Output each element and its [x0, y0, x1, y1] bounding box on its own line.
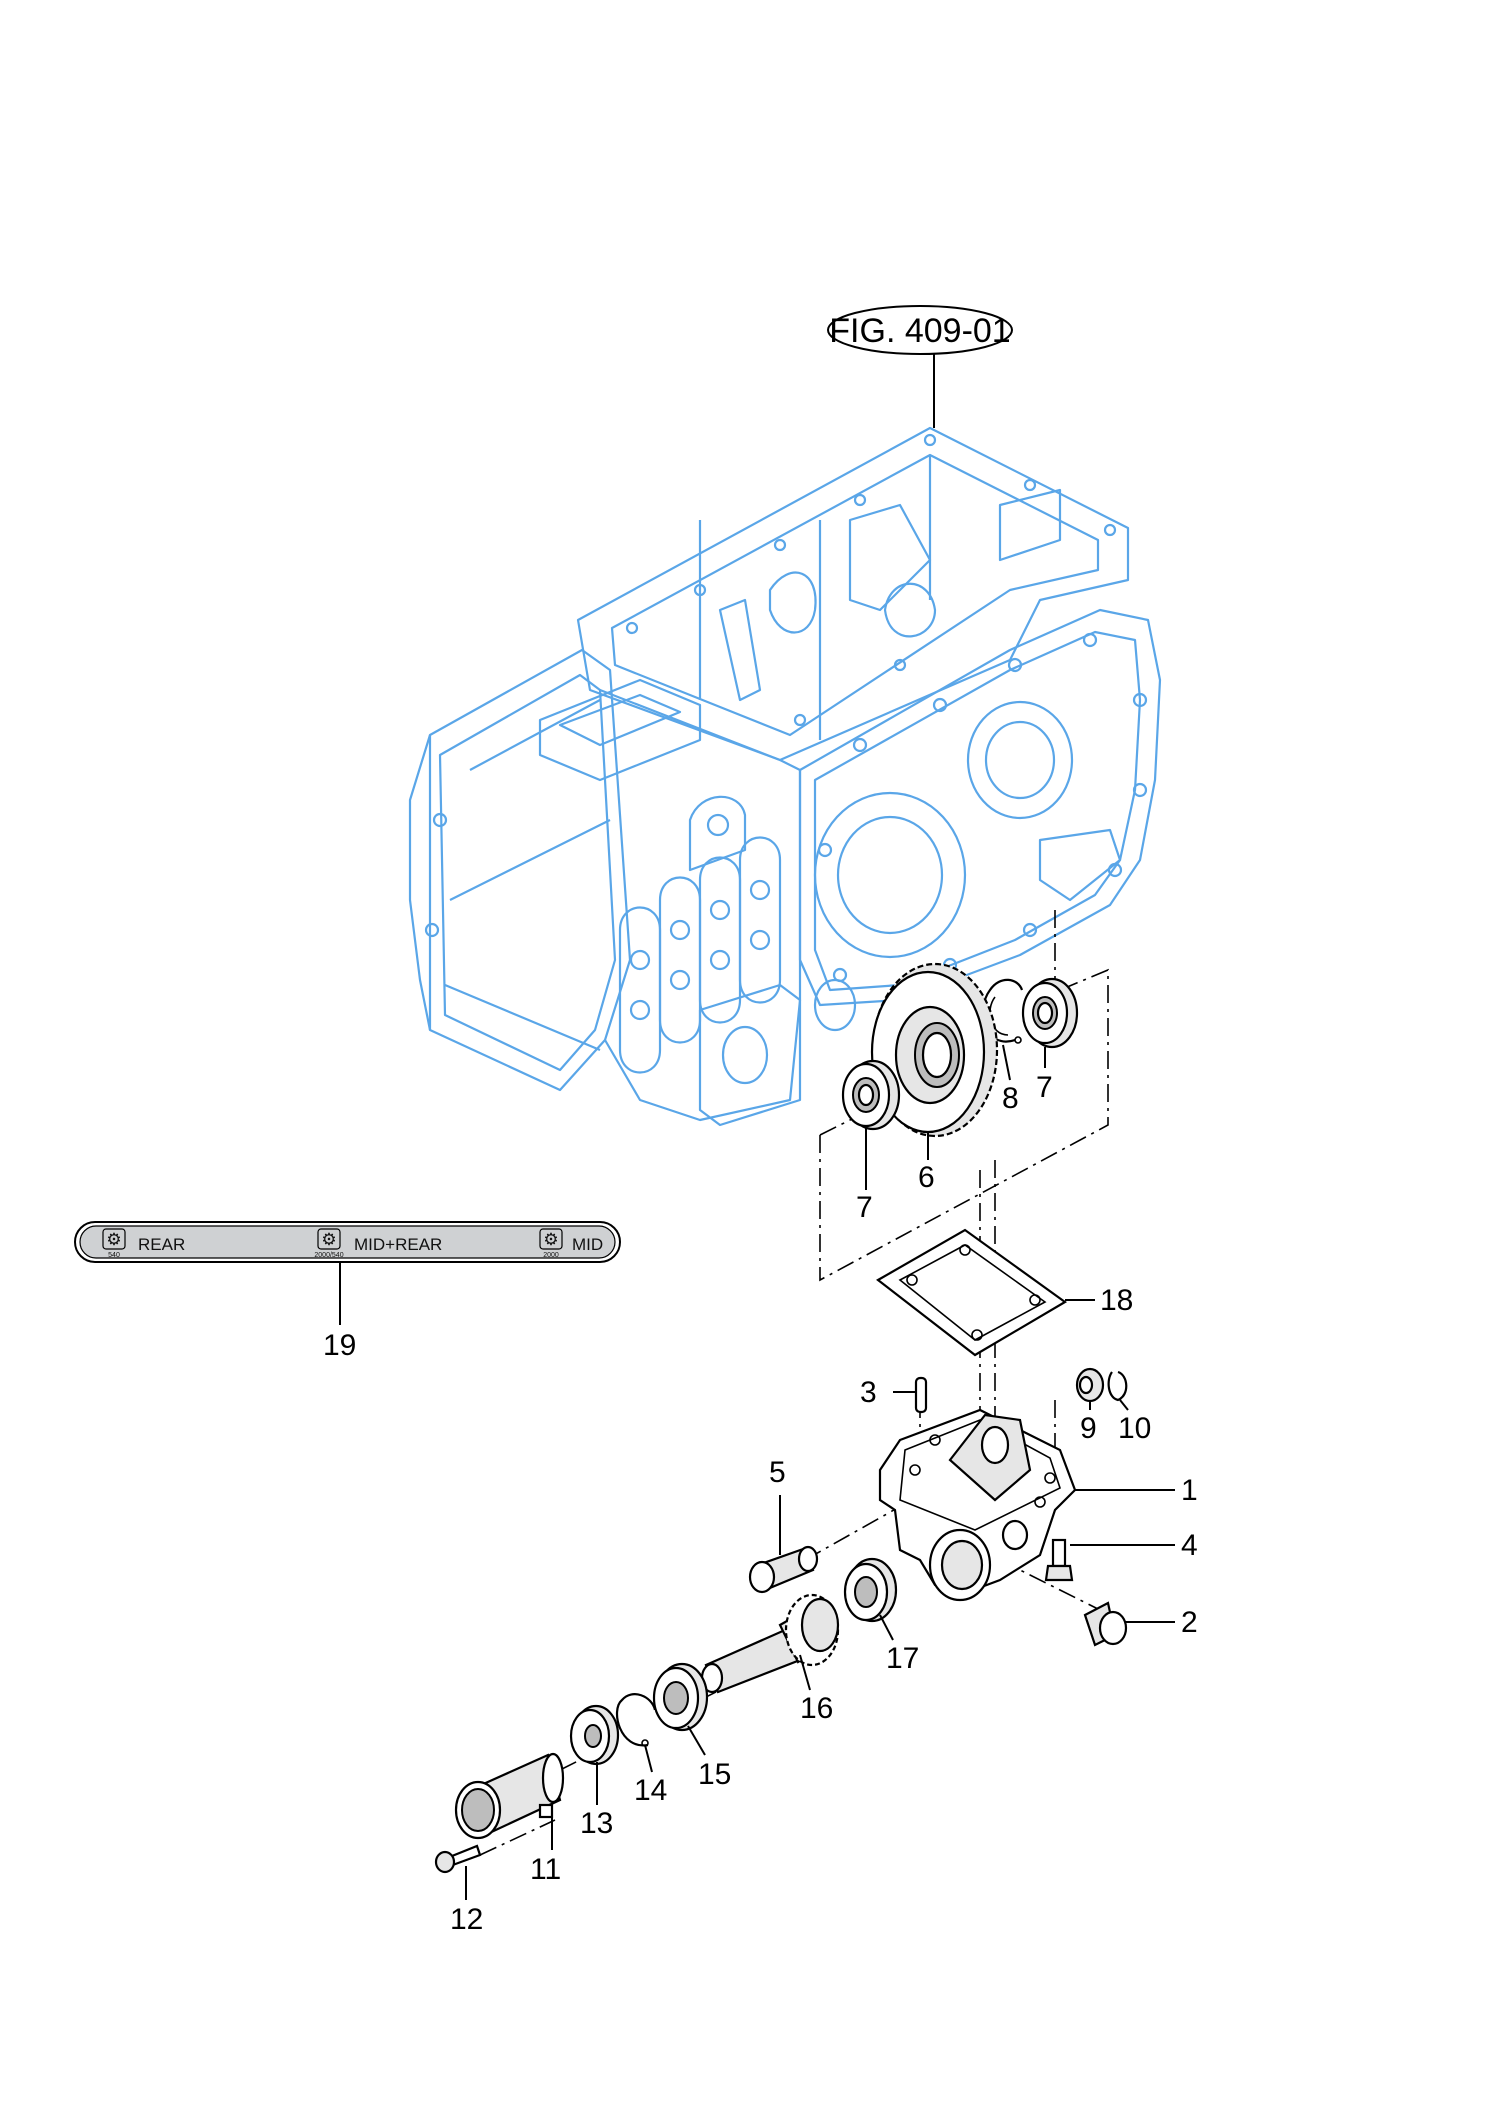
part-10-ring[interactable] — [1107, 1370, 1128, 1402]
part-13-spacer[interactable] — [569, 1704, 620, 1766]
decal-mid-label: MID — [572, 1235, 603, 1254]
decal-mid-sub: 2000 — [543, 1252, 559, 1259]
callout-18[interactable]: 18 — [1100, 1284, 1133, 1317]
decal-rear-label: REAR — [138, 1235, 185, 1254]
part-7-bearing-lower[interactable] — [841, 1059, 901, 1131]
part-19-pto-decal[interactable]: ⚙ REAR 540 ⚙ MID+REAR 2000/540 ⚙ MID 200… — [74, 1221, 621, 1263]
part-14-snap-ring[interactable] — [615, 1693, 657, 1747]
callout-1[interactable]: 1 — [1181, 1474, 1198, 1507]
callout-11[interactable]: 11 — [530, 1853, 561, 1886]
decal-midrear-sub: 2000/540 — [314, 1252, 343, 1259]
callout-9[interactable]: 9 — [1080, 1412, 1097, 1445]
decal-midrear-label: MID+REAR — [354, 1235, 442, 1254]
figure-reference-callout[interactable]: FIG. 409-01 — [827, 305, 1013, 428]
decal-midrear-segment: ⚙ MID+REAR 2000/540 — [314, 1228, 442, 1259]
part-11-shaft-cover[interactable] — [454, 1752, 565, 1840]
leader-lines — [339, 1044, 1175, 1900]
callout-17[interactable]: 17 — [886, 1642, 919, 1675]
callout-16[interactable]: 16 — [800, 1692, 833, 1725]
callout-8[interactable]: 8 — [1002, 1082, 1019, 1115]
transmission-housing — [408, 426, 1162, 1127]
callout-10[interactable]: 10 — [1118, 1412, 1151, 1445]
part-17-bearing[interactable] — [843, 1557, 898, 1623]
decal-mid-segment: ⚙ MID 2000 — [539, 1228, 603, 1259]
part-4-bolt[interactable] — [1044, 1538, 1074, 1582]
part-5-shaft-pin[interactable] — [748, 1545, 819, 1594]
pto-gear-icon: ⚙ — [321, 1230, 336, 1249]
part-15-bearing[interactable] — [652, 1662, 709, 1732]
callout-numbers: 1 2 3 4 5 6 7 7 8 9 10 11 12 13 14 15 16… — [323, 1071, 1198, 1936]
callout-3[interactable]: 3 — [860, 1376, 877, 1409]
part-1-pto-housing[interactable] — [878, 1408, 1077, 1602]
decal-rear-segment: ⚙ REAR 540 — [102, 1228, 185, 1259]
figure-reference-text: FIG. 409-01 — [829, 312, 1010, 350]
decal-rear-sub: 540 — [108, 1252, 120, 1259]
pto-gear-icon: ⚙ — [543, 1230, 558, 1249]
callout-19[interactable]: 19 — [323, 1329, 356, 1362]
callout-4[interactable]: 4 — [1181, 1529, 1198, 1562]
callout-7-lower[interactable]: 7 — [856, 1191, 873, 1224]
part-9-washer[interactable] — [1075, 1367, 1105, 1403]
callout-7-upper[interactable]: 7 — [1036, 1071, 1053, 1104]
pto-gear-icon: ⚙ — [106, 1230, 121, 1249]
part-2-drain-plug[interactable] — [1083, 1601, 1128, 1647]
callout-5[interactable]: 5 — [769, 1456, 786, 1489]
part-7-bearing-upper[interactable] — [1021, 977, 1079, 1049]
callout-13[interactable]: 13 — [580, 1807, 613, 1840]
callout-2[interactable]: 2 — [1181, 1606, 1198, 1639]
part-12-bolt[interactable] — [434, 1844, 482, 1874]
callout-15[interactable]: 15 — [698, 1758, 731, 1791]
part-18-gasket[interactable] — [876, 1228, 1068, 1357]
callout-12[interactable]: 12 — [450, 1903, 483, 1936]
part-16-pinion-shaft[interactable] — [700, 1593, 840, 1694]
callout-14[interactable]: 14 — [634, 1774, 667, 1807]
callout-6[interactable]: 6 — [918, 1161, 935, 1194]
part-3-dowel-pin[interactable] — [914, 1376, 928, 1414]
